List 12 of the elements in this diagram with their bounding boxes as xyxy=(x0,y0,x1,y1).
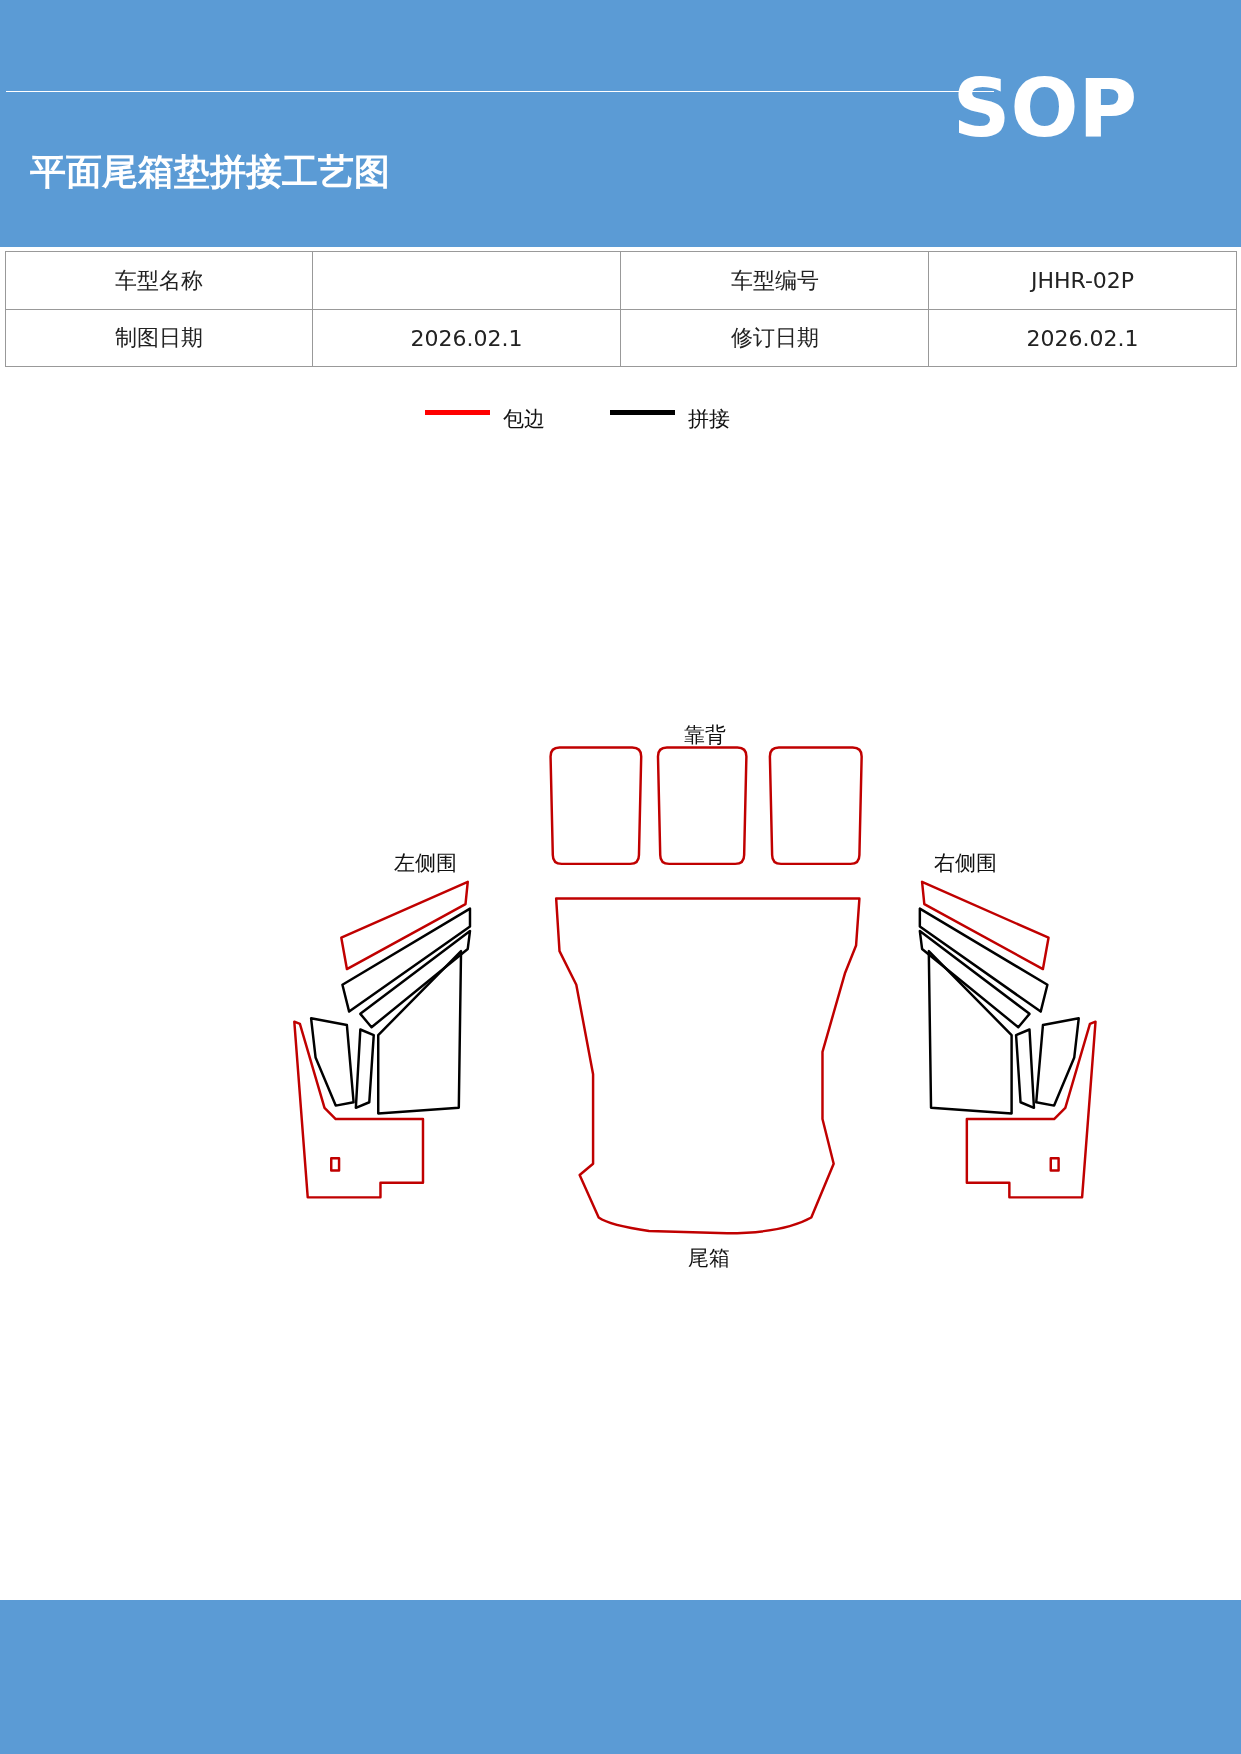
table-cell: 车型名称 xyxy=(5,251,313,310)
legend-label: 拼接 xyxy=(688,406,730,433)
part-label: 尾箱 xyxy=(688,1245,730,1272)
part-label: 右侧围 xyxy=(933,850,997,877)
legend-label: 包边 xyxy=(503,406,545,433)
sop-mark: SOP xyxy=(952,62,1138,155)
page-title: 平面尾箱垫拼接工艺图 xyxy=(30,150,390,194)
part-label: 左侧围 xyxy=(393,850,457,877)
part-label: 靠背 xyxy=(684,722,726,749)
table-cell: 2026.02.1 xyxy=(928,309,1237,367)
table-cell: JHHR-02P xyxy=(928,251,1237,310)
table-cell: 制图日期 xyxy=(5,309,313,367)
